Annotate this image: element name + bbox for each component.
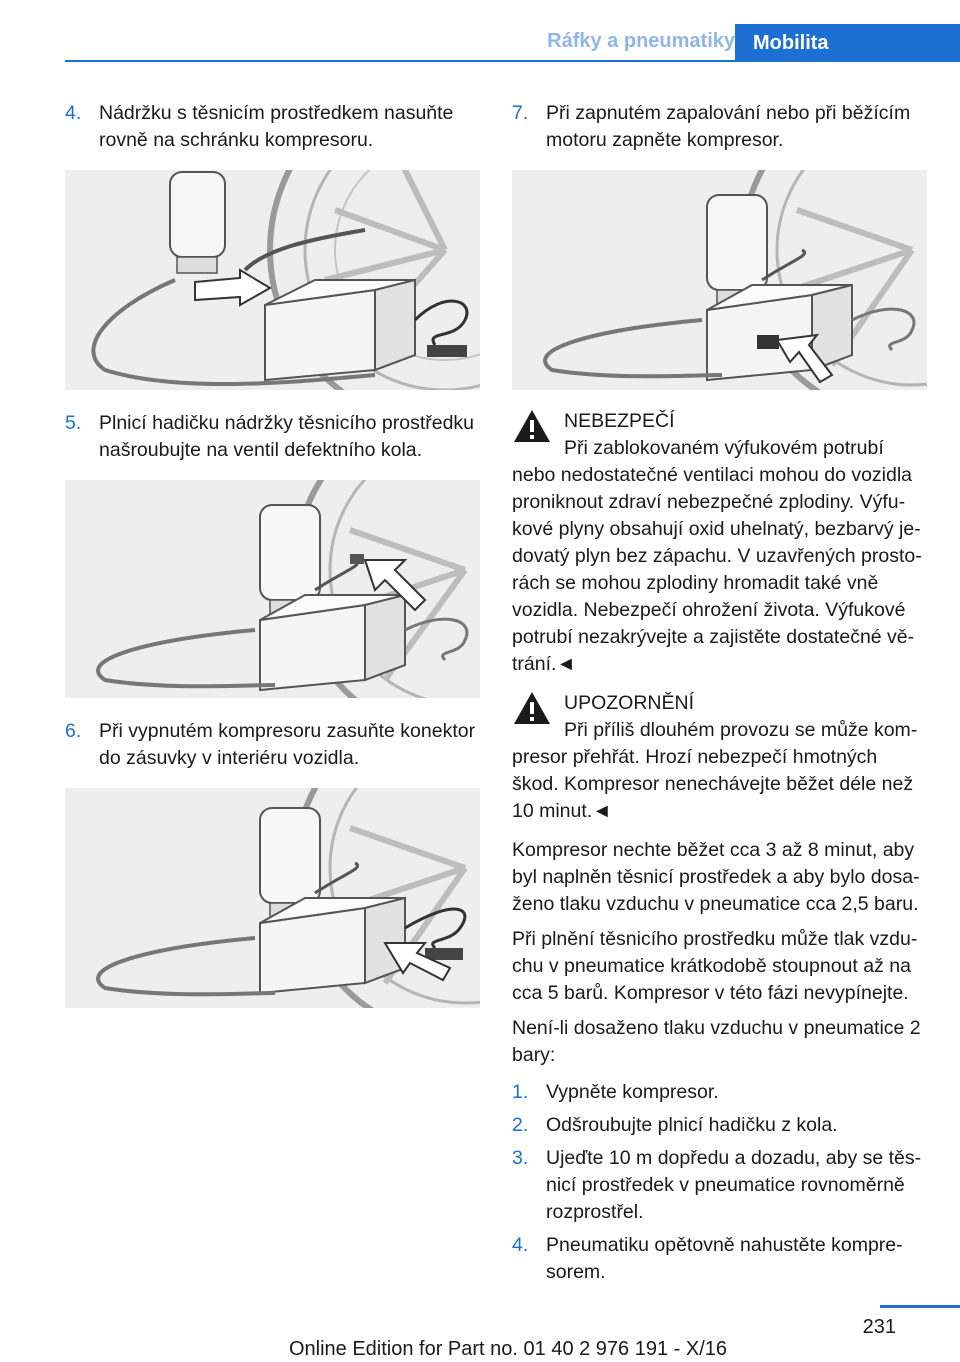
danger-title: NEBEZPEČÍ bbox=[564, 410, 675, 432]
step-number: 6. bbox=[65, 720, 82, 742]
compressor-illustration-4 bbox=[512, 170, 927, 390]
danger-warning: NEBEZPEČÍ Při zablokovaném výfukovém pot… bbox=[512, 408, 927, 678]
step-7: 7. Při zapnutém zapalování nebo při běží… bbox=[512, 100, 927, 154]
step-number: 3. bbox=[512, 1147, 529, 1169]
right-column: 7. Při zapnutém zapalování nebo při běží… bbox=[512, 100, 927, 1286]
list-item-1: 1. Vypněte kompresor. bbox=[512, 1079, 927, 1106]
figure-container-plug bbox=[65, 788, 480, 1008]
list-item-2: 2. Odšroubujte plnicí hadičku z kola. bbox=[512, 1112, 927, 1139]
caution-title: UPOZORNĚNÍ bbox=[564, 692, 695, 714]
caution-text: Při příliš dlouhém provozu se může kom­p… bbox=[512, 719, 918, 822]
step-5: 5. Plnicí hadičku nádržky těsnicího pro­… bbox=[65, 410, 480, 464]
step-text: Vypněte kompresor. bbox=[546, 1081, 719, 1103]
paragraph-pressure-peak: Při plnění těsnicího prostředku může tla… bbox=[512, 928, 918, 1004]
step-number: 4. bbox=[512, 1234, 529, 1256]
step-4: 4. Nádržku s těsnicím prostředkem nasuňt… bbox=[65, 100, 480, 154]
caution-warning: UPOZORNĚNÍ Při příliš dlouhém provozu se… bbox=[512, 690, 927, 825]
figure-container-switch-on bbox=[512, 170, 927, 390]
footer-edition-text: Online Edition for Part no. 01 40 2 976 … bbox=[288, 1338, 728, 1360]
left-column: 4. Nádržku s těsnicím prostředkem nasuňt… bbox=[65, 100, 480, 1008]
page-header: Ráfky a pneumatiky Mobilita bbox=[65, 24, 960, 62]
header-section-title: Ráfky a pneumatiky bbox=[547, 30, 735, 52]
danger-text: Při zablokovaném výfukovém potrubí nebo … bbox=[512, 437, 922, 675]
step-number: 1. bbox=[512, 1081, 529, 1103]
step-text: Ujeďte 10 m dopředu a dozadu, aby se těs… bbox=[546, 1147, 922, 1223]
list-item-4: 4. Pneumatiku opětovně nahustěte kompre­… bbox=[512, 1232, 927, 1286]
compressor-illustration-3 bbox=[65, 788, 480, 1008]
step-text: Při zapnutém zapalování nebo při běžícím… bbox=[546, 102, 911, 151]
paragraph-insufficient-pressure: Není-li dosaženo tlaku vzduchu v pneumat… bbox=[512, 1017, 921, 1066]
header-chapter-tab: Mobilita bbox=[735, 24, 960, 62]
step-text: Nádržku s těsnicím prostředkem nasuňte r… bbox=[99, 102, 454, 151]
step-text: Při vypnutém kompresoru zasuňte konek­to… bbox=[99, 720, 476, 769]
warning-triangle-icon bbox=[514, 410, 550, 442]
step-6: 6. Při vypnutém kompresoru zasuňte konek… bbox=[65, 718, 480, 772]
paragraph-run-time: Kompresor nechte běžet cca 3 až 8 minut,… bbox=[512, 839, 920, 915]
header-rule bbox=[65, 60, 960, 62]
footer-edition: Online Edition for Part no. 01 40 2 976 … bbox=[0, 1338, 960, 1361]
figure-container-attach bbox=[65, 170, 480, 390]
step-text: Odšroubujte plnicí hadičku z kola. bbox=[546, 1114, 838, 1136]
step-number: 2. bbox=[512, 1114, 529, 1136]
step-number: 7. bbox=[512, 102, 529, 124]
list-item-3: 3. Ujeďte 10 m dopředu a dozadu, aby se … bbox=[512, 1145, 927, 1226]
footer-rule bbox=[880, 1305, 960, 1308]
step-text: Plnicí hadičku nádržky těsnicího pro­stř… bbox=[99, 412, 475, 461]
step-text: Pneumatiku opětovně nahustěte kompre­sor… bbox=[546, 1234, 903, 1283]
warning-triangle-icon bbox=[514, 692, 550, 724]
page-number: 231 bbox=[862, 1316, 896, 1338]
step-number: 5. bbox=[65, 412, 82, 434]
compressor-illustration-1 bbox=[65, 170, 480, 390]
compressor-illustration-2 bbox=[65, 480, 480, 698]
step-number: 4. bbox=[65, 102, 82, 124]
figure-container-valve bbox=[65, 480, 480, 698]
